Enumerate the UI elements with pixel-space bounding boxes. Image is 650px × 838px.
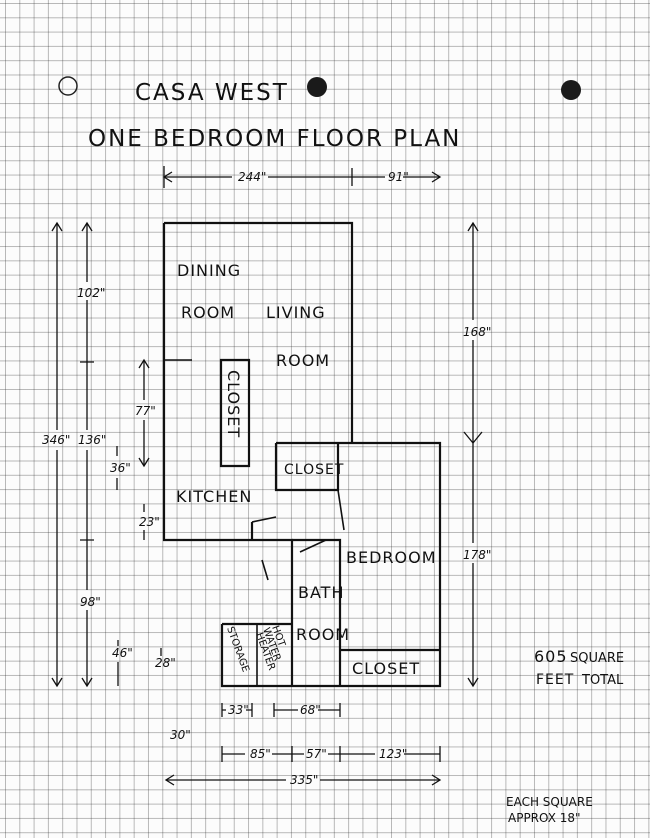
dimension-lines	[51, 166, 483, 786]
living-room-label: ROOM	[276, 351, 330, 370]
dim-top-right: 91"	[388, 170, 409, 184]
area-total: TOTAL	[581, 673, 624, 688]
dim-small-b: 23"	[139, 515, 160, 529]
kitchen-label: KITCHEN	[176, 487, 252, 506]
property-name: CASA WEST	[135, 80, 289, 106]
dim-closet-span: 77"	[135, 404, 156, 418]
dim-right-upper: 168"	[463, 325, 491, 339]
dim-bottom-f: 123"	[379, 747, 407, 761]
dim-lower-height: 98"	[80, 595, 101, 609]
dim-low-a: 46"	[112, 646, 133, 660]
bath-room-label: ROOM	[296, 625, 350, 644]
area-unit: SQUARE	[570, 651, 624, 666]
dining-room-label: ROOM	[181, 303, 235, 322]
area-feet: FEET	[536, 672, 574, 688]
area-value: 605	[534, 647, 568, 666]
dim-bottom-c: 30"	[170, 728, 191, 742]
punch-hole-empty	[58, 76, 78, 96]
bath-label: BATH	[298, 583, 344, 602]
dim-right-lower: 178"	[463, 548, 491, 562]
dim-bottom-a: 33"	[228, 703, 249, 717]
walls	[162, 221, 442, 688]
dim-top-left: 244"	[238, 170, 266, 184]
bottom-closet-label: CLOSET	[352, 659, 420, 678]
dim-low-b: 28"	[155, 656, 176, 670]
dim-small-a: 36"	[110, 461, 131, 475]
dim-bottom-d: 85"	[250, 747, 271, 761]
storage-label: STORAGE	[224, 625, 251, 674]
punch-hole-filled	[307, 77, 327, 97]
dim-upper-height: 102"	[77, 286, 105, 300]
dim-overall-height: 346"	[42, 433, 70, 447]
living-label: LIVING	[266, 303, 326, 322]
dim-bottom-b: 68"	[300, 703, 321, 717]
footnote-line1: EACH SQUARE	[506, 795, 593, 809]
footnote-line2: APPROX 18"	[508, 811, 581, 825]
dim-bottom-total: 335"	[290, 773, 318, 787]
plan-title: ONE BEDROOM FLOOR PLAN	[88, 126, 461, 152]
vertical-closet-label: CLOSET	[224, 370, 243, 438]
dim-bottom-e: 57"	[306, 747, 327, 761]
bedroom-label: BEDROOM	[346, 548, 437, 567]
center-closet-label: CLOSET	[284, 462, 344, 478]
punch-hole-filled	[561, 80, 581, 100]
dim-mid-height: 136"	[78, 433, 106, 447]
dining-label: DINING	[177, 261, 241, 280]
